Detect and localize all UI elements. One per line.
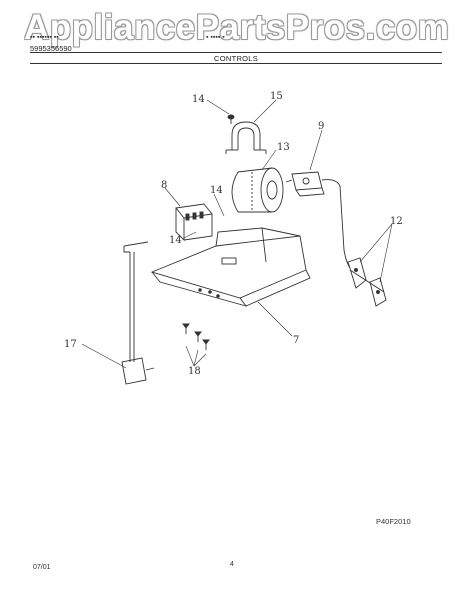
page-number: 4 (230, 561, 234, 568)
header-rule-bottom (30, 63, 442, 64)
leader-lines (81, 99, 393, 369)
callout-17: 17 (64, 339, 77, 350)
section-title: CONTROLS (214, 54, 259, 63)
footer-date: 07/01 (33, 564, 51, 571)
control-tray-part (150, 227, 311, 307)
mounting-screws-part (182, 323, 210, 350)
callout-14-middle: 14 (210, 185, 223, 196)
header-rule-top (30, 52, 442, 53)
bracket-part (347, 257, 387, 307)
figure-code: P40F2010 (376, 517, 411, 526)
callout-14-lower: 14 (169, 235, 182, 246)
callout-7: 7 (293, 335, 299, 346)
terminal-block-part (175, 203, 213, 242)
strap-bracket-part (225, 121, 267, 154)
part-number: 5995356590 (30, 44, 72, 53)
callout-18: 18 (188, 366, 201, 377)
switch-part (285, 171, 351, 269)
watermark-logo: AppliancePartsPros.com (24, 8, 450, 47)
header-model-label-smudge: ▪▪ ▪▪▪▪▪▪ ▪▪ (30, 34, 59, 41)
callout-12: 12 (390, 216, 403, 227)
callout-14-top: 14 (192, 94, 205, 105)
capacitor-part (231, 167, 284, 213)
callout-15: 15 (270, 91, 283, 102)
power-cord-part (121, 241, 155, 385)
screw-part (227, 114, 235, 124)
callout-9: 9 (318, 121, 324, 132)
callout-8: 8 (161, 180, 167, 191)
header-model-smudge: ▪ ▪▪▪▪ ▪ (206, 34, 225, 41)
callout-13: 13 (277, 142, 290, 153)
